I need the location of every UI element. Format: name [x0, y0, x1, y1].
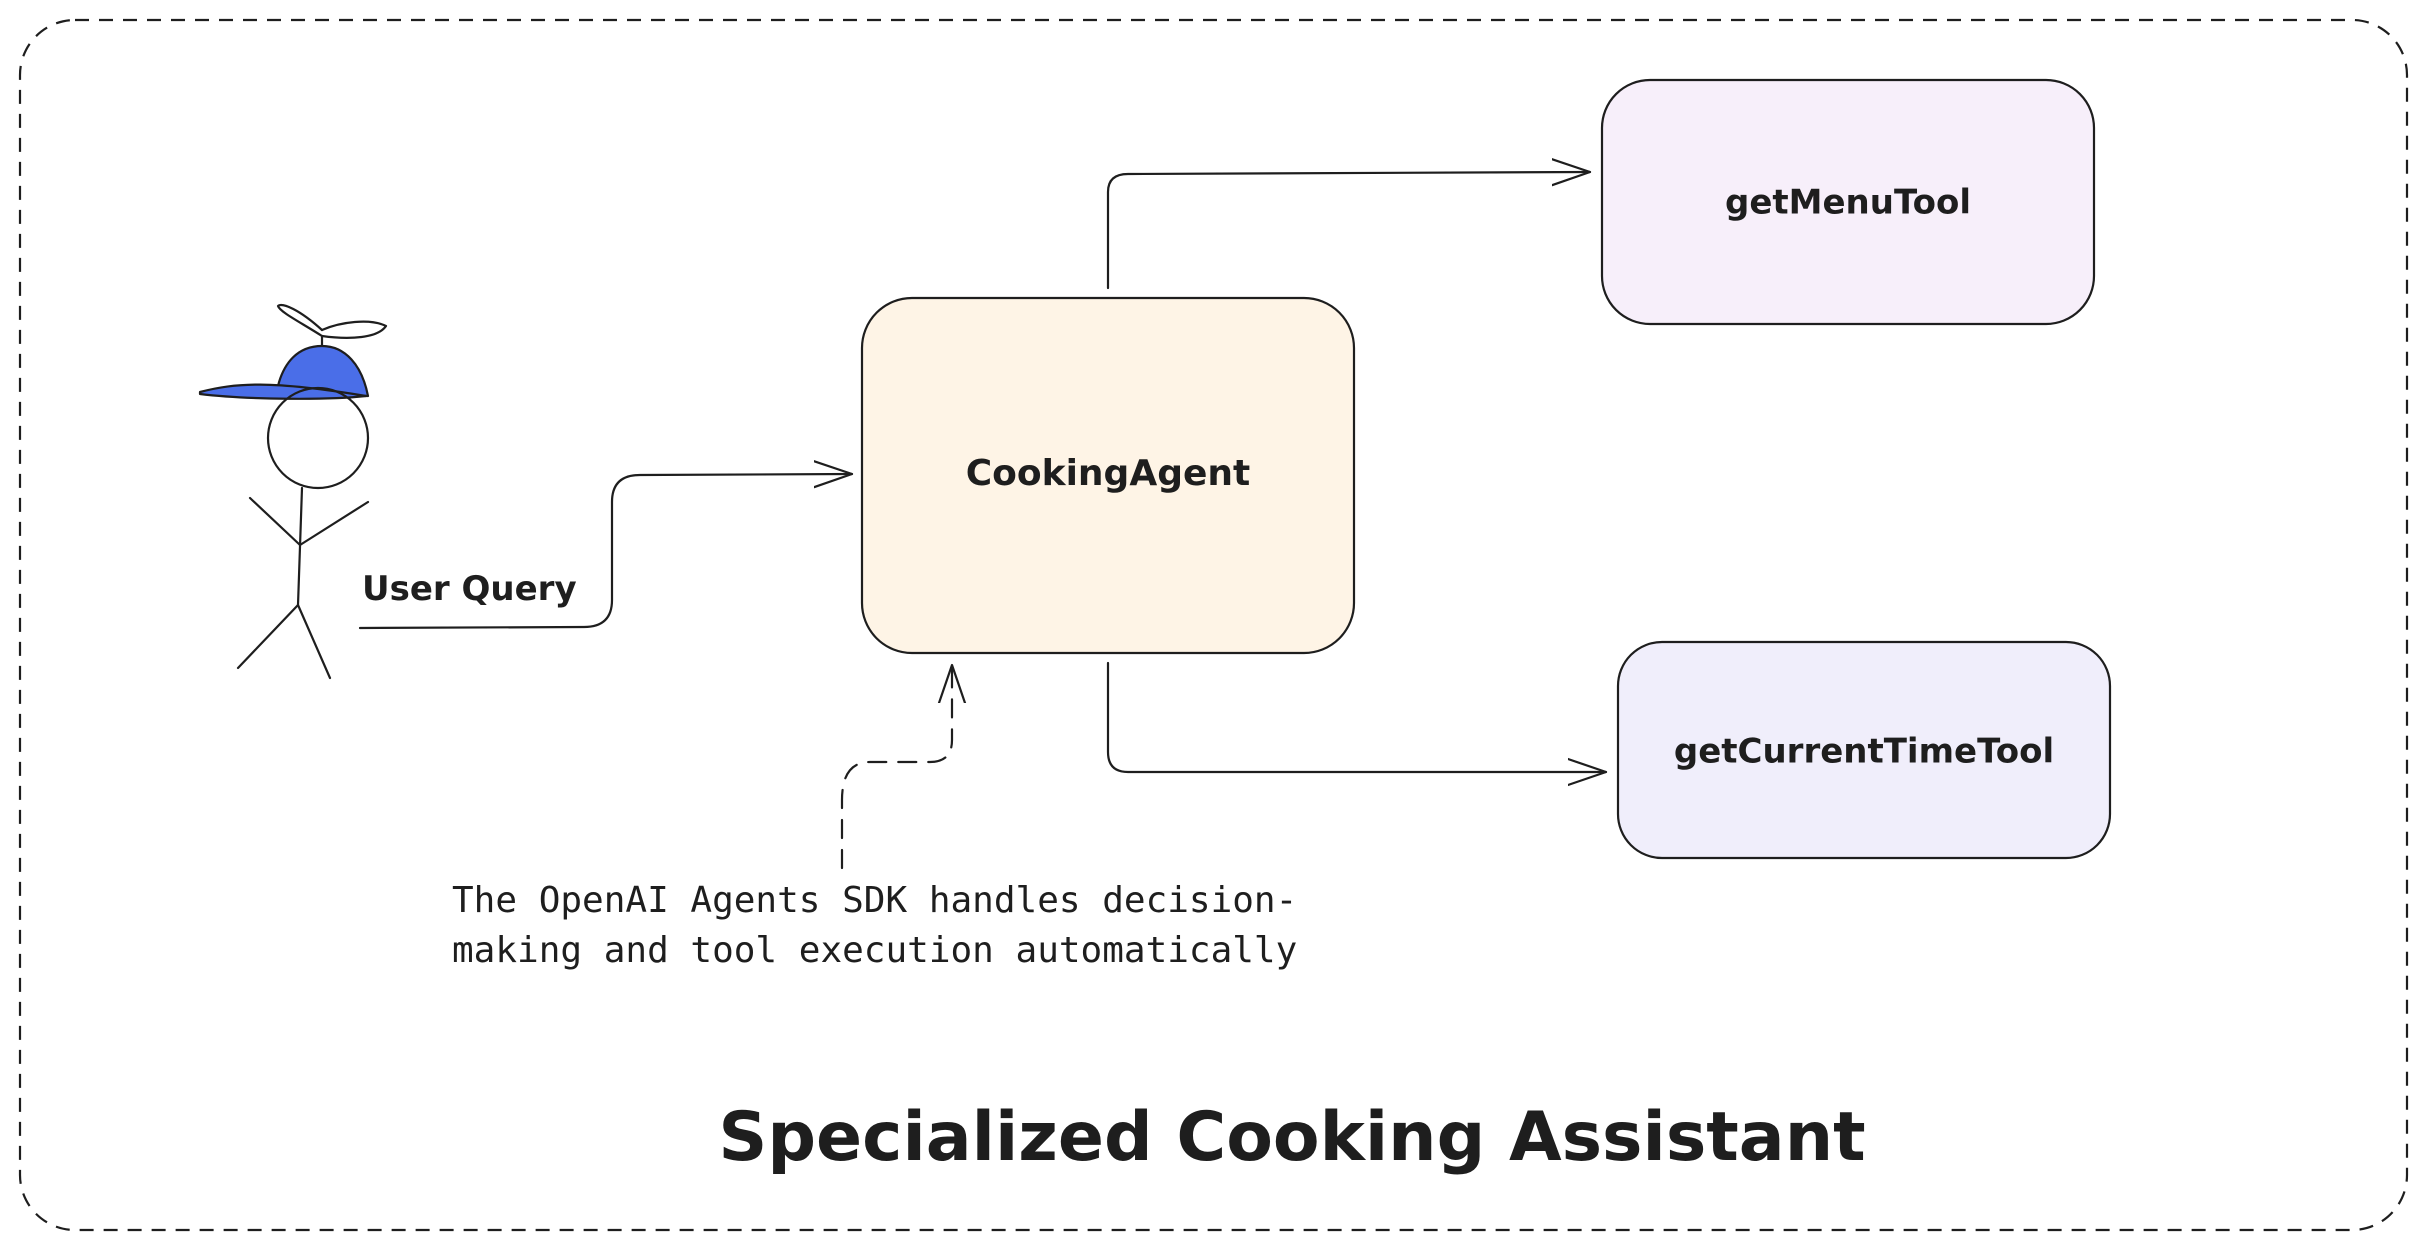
- diagram-title: Specialized Cooking Assistant: [718, 1098, 1865, 1177]
- user-actor-icon: [198, 303, 388, 680]
- outer-frame: [18, 18, 2409, 1232]
- cooking-agent-node[interactable]: CookingAgent: [860, 296, 1356, 655]
- note-arrow: [840, 663, 952, 870]
- get-current-time-tool-box: [1616, 640, 2112, 860]
- get-menu-tool-label: getMenuTool: [1725, 183, 1971, 223]
- agent-to-menu-tool-arrow: [1106, 172, 1592, 290]
- sdk-note: The OpenAI Agents SDK handles decision- …: [452, 880, 1297, 971]
- user-query-label: User Query: [362, 569, 577, 609]
- get-current-time-tool-label: getCurrentTimeTool: [1674, 732, 2054, 772]
- sdk-note-line-1: The OpenAI Agents SDK handles decision-: [452, 880, 1297, 921]
- get-menu-tool-box: [1600, 78, 2096, 326]
- get-current-time-tool-node[interactable]: getCurrentTimeTool: [1616, 640, 2112, 860]
- user-query-arrow: [358, 474, 854, 630]
- sdk-note-line-2: making and tool execution automatically: [452, 930, 1297, 971]
- get-menu-tool-node[interactable]: getMenuTool: [1600, 78, 2096, 326]
- agent-to-time-tool-arrow: [1106, 661, 1608, 772]
- cap-icon: [274, 344, 370, 398]
- cooking-agent-box: [860, 296, 1356, 655]
- cooking-agent-label: CookingAgent: [966, 453, 1250, 494]
